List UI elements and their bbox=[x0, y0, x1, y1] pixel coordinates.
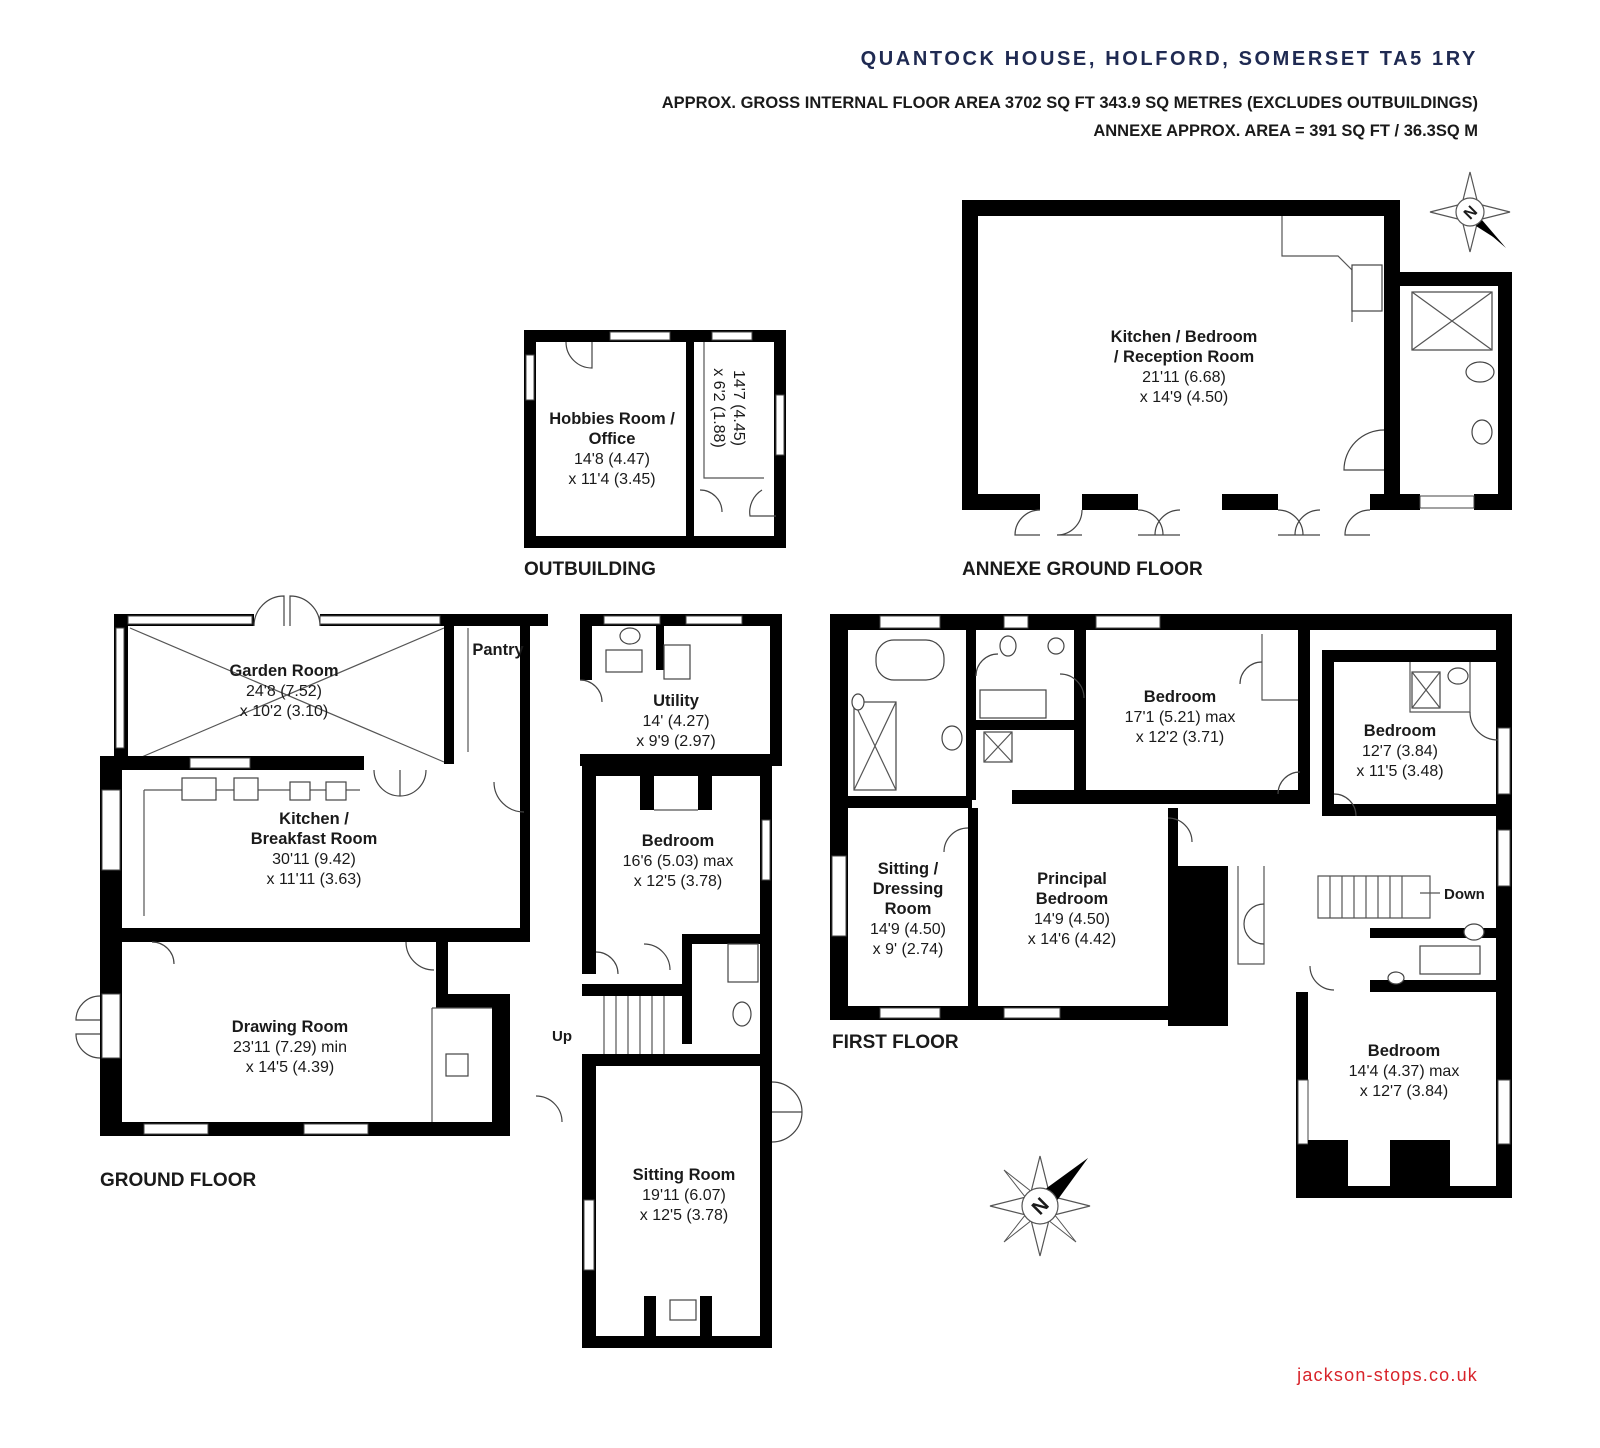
room-dimension: 14'9 (4.50) bbox=[1034, 911, 1110, 928]
room-dimension: 14'7 (4.45) bbox=[730, 370, 747, 446]
room-name: Sitting / bbox=[878, 860, 939, 878]
room-dimension: 12'7 (3.84) bbox=[1362, 743, 1438, 760]
room-name: Principal bbox=[1037, 870, 1107, 888]
room-dimension: 14' (4.27) bbox=[642, 713, 709, 730]
room-dimension: x 9' (2.74) bbox=[873, 941, 944, 958]
room-dimension: 21'11 (6.68) bbox=[1142, 369, 1226, 386]
compass-rose-icon: N bbox=[989, 1155, 1091, 1257]
room-dimension: 16'6 (5.03) max bbox=[623, 853, 734, 870]
room-name: Sitting Room bbox=[633, 1166, 736, 1184]
room-dimension: x 11'11 (3.63) bbox=[267, 871, 362, 888]
floor-label: FIRST FLOOR bbox=[832, 1032, 959, 1053]
room-name: Kitchen / Bedroom bbox=[1111, 328, 1258, 346]
room-name: Pantry bbox=[472, 641, 524, 659]
room-dimension: 23'11 (7.29) min bbox=[233, 1039, 347, 1056]
floor-label: ANNEXE GROUND FLOOR bbox=[962, 559, 1203, 580]
stair-label: Up bbox=[552, 1028, 572, 1045]
room-dimension: x 14'5 (4.39) bbox=[246, 1059, 334, 1076]
room-dimension: x 6'2 (1.88) bbox=[710, 368, 727, 448]
room-dimension: x 12'5 (3.78) bbox=[640, 1207, 728, 1224]
room-dimension: 17'1 (5.21) max bbox=[1125, 709, 1236, 726]
room-dimension: 14'9 (4.50) bbox=[870, 921, 946, 938]
room-dimension: 19'11 (6.07) bbox=[642, 1187, 726, 1204]
room-dimension: x 12'7 (3.84) bbox=[1360, 1083, 1448, 1100]
floor-label: OUTBUILDING bbox=[524, 559, 656, 580]
first-floor-plan: Down Bedroom 17'1 (5.21) max x 12'2 (3.7… bbox=[830, 614, 1512, 1198]
room-name: Drawing Room bbox=[232, 1018, 348, 1036]
room-name: Room bbox=[885, 900, 932, 918]
room-dimension: x 10'2 (3.10) bbox=[240, 703, 328, 720]
room-dimension: x 14'6 (4.42) bbox=[1028, 931, 1116, 948]
room-dimension: x 12'5 (3.78) bbox=[634, 873, 722, 890]
ground-floor-plan: Up Garden Room 24'8 (7.52) x 10'2 (3.10)… bbox=[75, 595, 803, 1348]
room-name: Bedroom bbox=[642, 832, 714, 850]
room-name: Breakfast Room bbox=[251, 830, 378, 848]
room-name: / Reception Room bbox=[1114, 348, 1254, 366]
room-name: Bedroom bbox=[1364, 722, 1436, 740]
floor-label: GROUND FLOOR bbox=[100, 1170, 256, 1191]
room-dimension: x 9'9 (2.97) bbox=[636, 733, 716, 750]
room-name: Kitchen / bbox=[279, 810, 349, 828]
room-dimension: x 12'2 (3.71) bbox=[1136, 729, 1224, 746]
compass-rose-icon: N bbox=[1429, 171, 1511, 253]
annexe-plan: Kitchen / Bedroom / Reception Room 21'11… bbox=[962, 200, 1512, 580]
room-name: Utility bbox=[653, 692, 700, 710]
stair-label: Down bbox=[1444, 886, 1485, 903]
room-name: Office bbox=[589, 430, 636, 448]
room-name: Garden Room bbox=[229, 662, 338, 680]
room-name: Bedroom bbox=[1144, 688, 1216, 706]
page-title: QUANTOCK HOUSE, HOLFORD, SOMERSET TA5 1R… bbox=[860, 48, 1478, 70]
room-name: Hobbies Room / bbox=[549, 410, 675, 428]
room-dimension: 14'4 (4.37) max bbox=[1349, 1063, 1460, 1080]
outbuilding-plan: Hobbies Room / Office 14'8 (4.47) x 11'4… bbox=[524, 330, 786, 580]
room-dimension: x 14'9 (4.50) bbox=[1140, 389, 1228, 406]
room-name: Bedroom bbox=[1036, 890, 1108, 908]
floor-area-text: APPROX. GROSS INTERNAL FLOOR AREA 3702 S… bbox=[661, 94, 1478, 112]
room-dimension: x 11'5 (3.48) bbox=[1356, 763, 1443, 780]
room-dimension: 14'8 (4.47) bbox=[574, 451, 650, 468]
room-dimension: 24'8 (7.52) bbox=[246, 683, 322, 700]
room-dimension: x 11'4 (3.45) bbox=[568, 471, 655, 488]
room-name: Dressing bbox=[873, 880, 944, 898]
room-name: Bedroom bbox=[1368, 1042, 1440, 1060]
room-dimension: 30'11 (9.42) bbox=[272, 851, 356, 868]
website-link[interactable]: jackson-stops.co.uk bbox=[1297, 1365, 1478, 1385]
annexe-area-text: ANNEXE APPROX. AREA = 391 SQ FT / 36.3SQ… bbox=[1093, 122, 1478, 140]
